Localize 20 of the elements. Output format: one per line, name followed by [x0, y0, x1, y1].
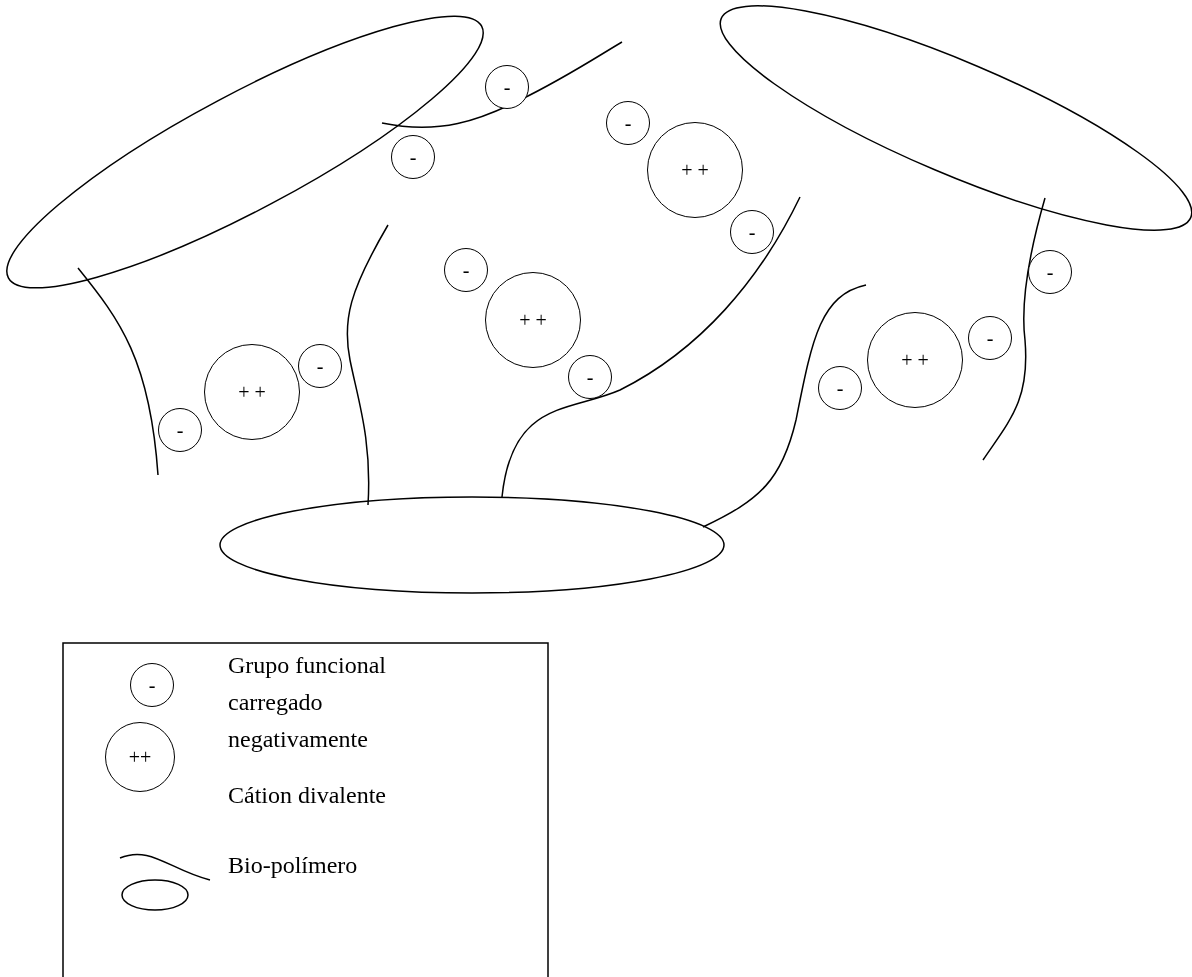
legend-text: Cátion divalente — [228, 781, 387, 810]
charge-circle: - — [158, 408, 202, 452]
charge-circle: - — [968, 316, 1012, 360]
charge-circle: - — [444, 248, 488, 292]
cation-circle: + + — [867, 312, 963, 408]
legend-text: Grupo funcional carregado negativamente — [228, 651, 387, 754]
legend-sample-circle: ++ — [105, 722, 175, 792]
legend-text: Bio-polímero — [228, 851, 359, 880]
charge-circle: - — [391, 135, 435, 179]
cation-circle: + + — [647, 122, 743, 218]
charge-circle: - — [298, 344, 342, 388]
charge-circle: - — [568, 355, 612, 399]
charge-circle: - — [730, 210, 774, 254]
charge-circle: - — [485, 65, 529, 109]
charge-circle: - — [818, 366, 862, 410]
legend-sample-circle: - — [130, 663, 174, 707]
cation-circle: + + — [204, 344, 300, 440]
charge-circle: - — [606, 101, 650, 145]
cation-circle: + + — [485, 272, 581, 368]
charge-circle: - — [1028, 250, 1072, 294]
